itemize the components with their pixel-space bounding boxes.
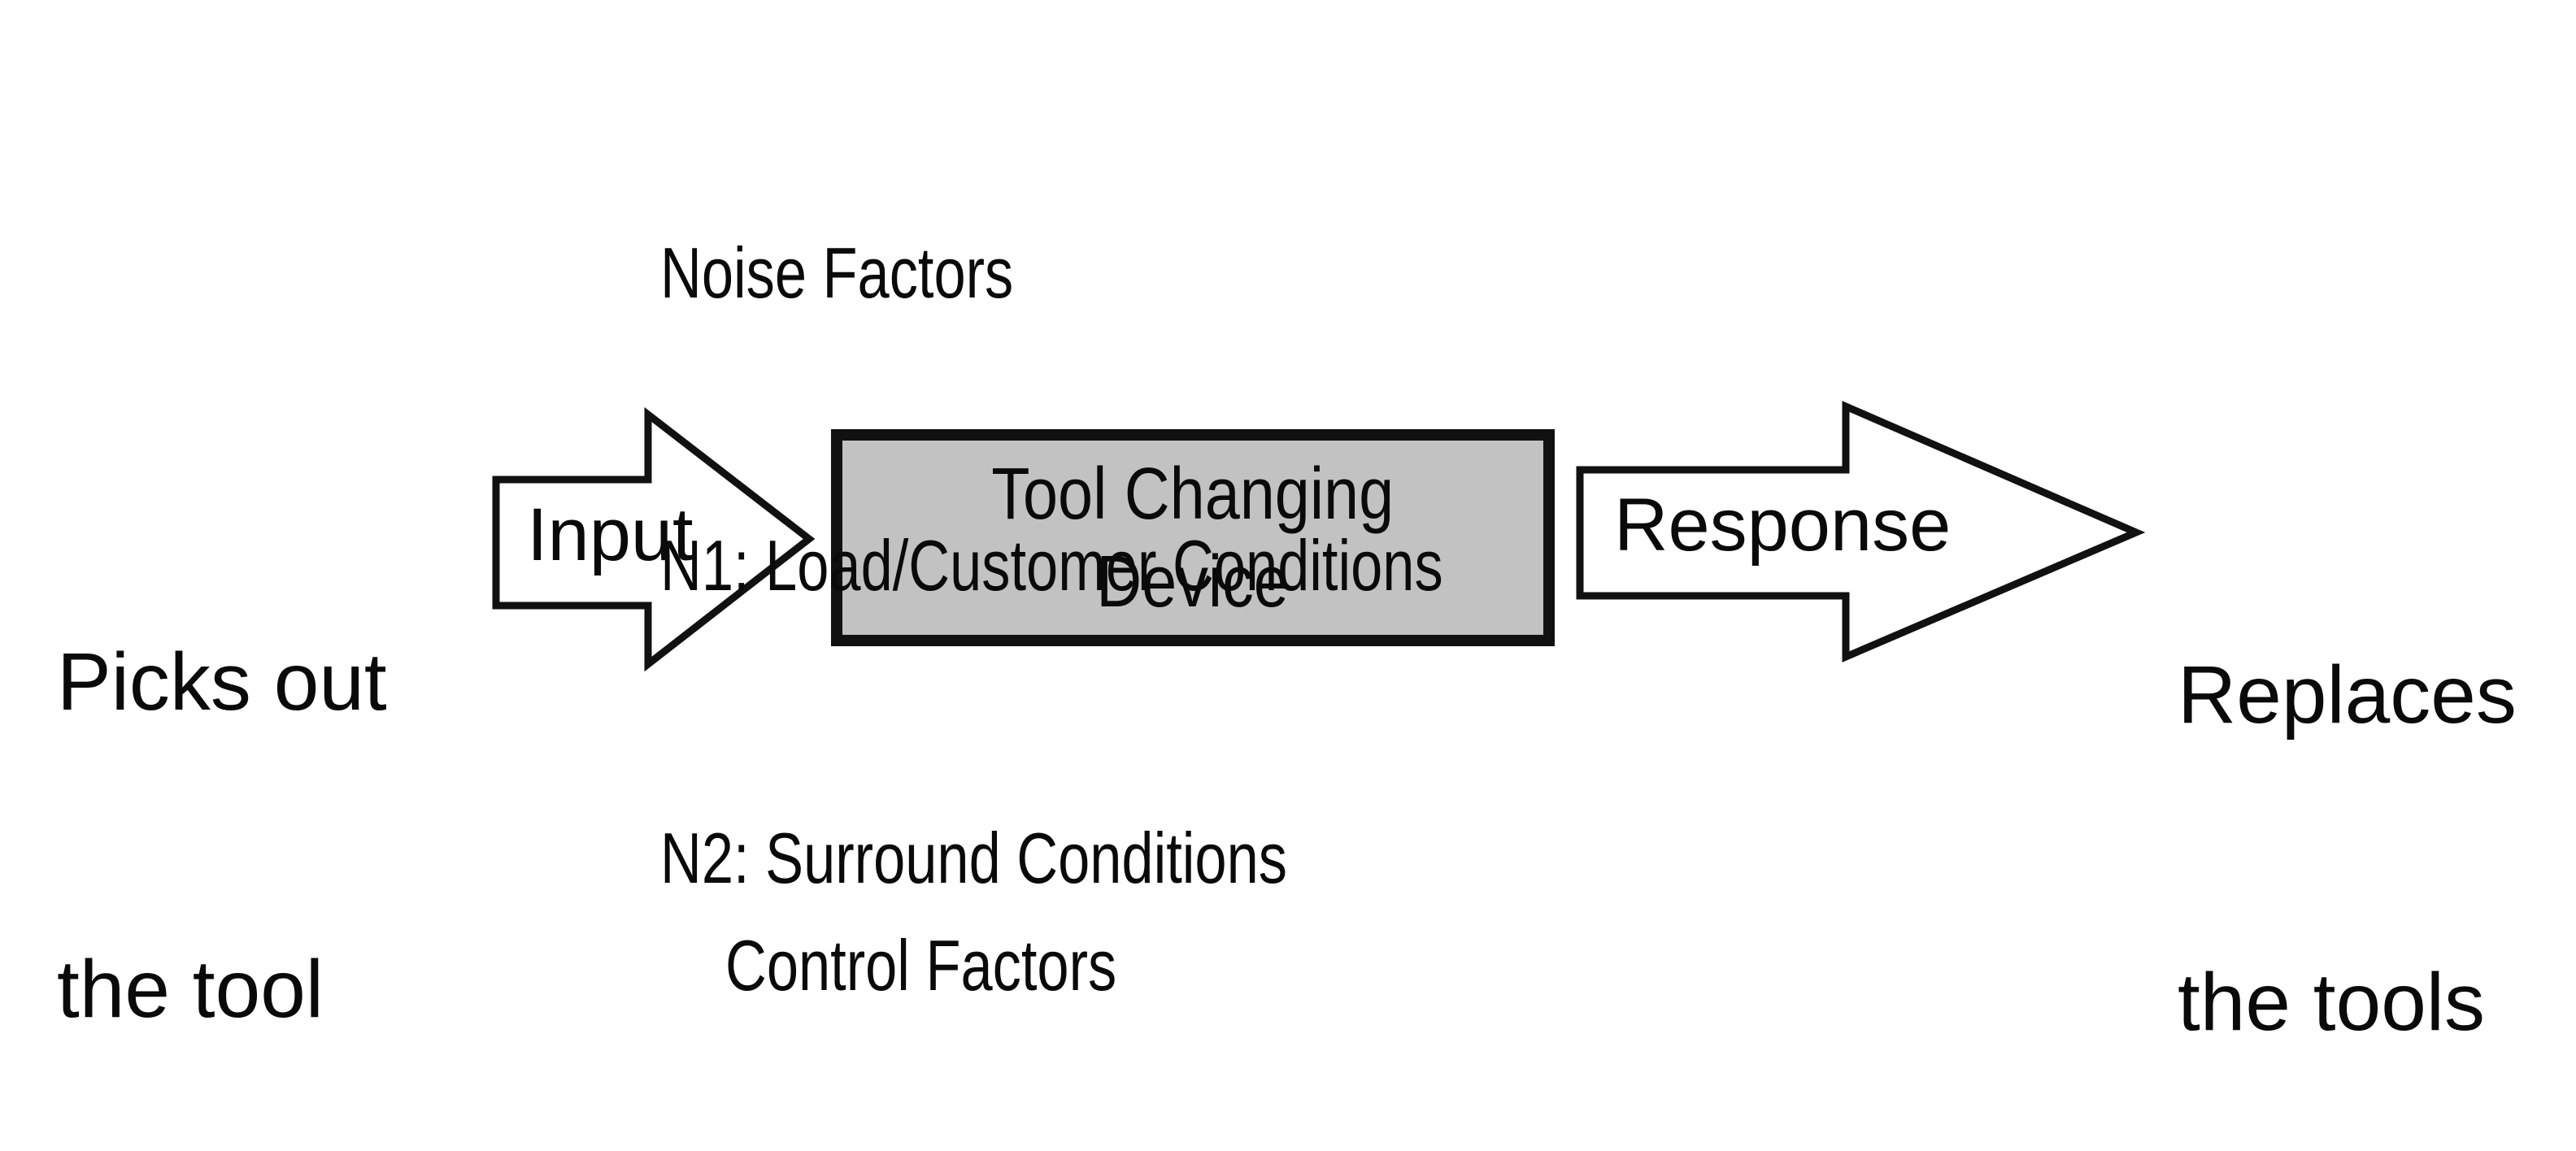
control-factors-block: Control Factors C1: Pneumatic Cylinder C… [725, 722, 1464, 1151]
input-arrow-shape [492, 406, 816, 672]
noise-factors-block: Noise Factors N1: Load/Customer Conditio… [660, 29, 1443, 1102]
output-target-caption: Replaces the tools [2178, 439, 2517, 1151]
system-box-shape [831, 429, 1555, 646]
input-source-caption-line-1: Picks out [57, 636, 387, 728]
system-box-label-line-2: Device [1096, 541, 1290, 623]
noise-factor-item-n2: N2: Surround Conditions [660, 818, 1287, 898]
system-box-label: Tool Changing Device [831, 429, 1555, 646]
response-arrow-label: Response [1614, 484, 1952, 567]
output-target-caption-line-1: Replaces [2178, 649, 2517, 741]
noise-factor-item-n1: N1: Load/Customer Conditions [660, 525, 1443, 606]
control-factors-heading: Control Factors [725, 925, 1117, 1005]
input-arrow-label: Input [527, 493, 694, 576]
system-box-label-line-1: Tool Changing [991, 453, 1395, 535]
output-target-caption-line-2: the tools [2178, 957, 2486, 1048]
input-source-caption-line-2: the tool [57, 944, 324, 1035]
response-arrow-shape [1576, 401, 2146, 662]
noise-factors-heading: Noise Factors [660, 232, 1014, 313]
input-source-caption: Picks out the tool [57, 426, 387, 1151]
